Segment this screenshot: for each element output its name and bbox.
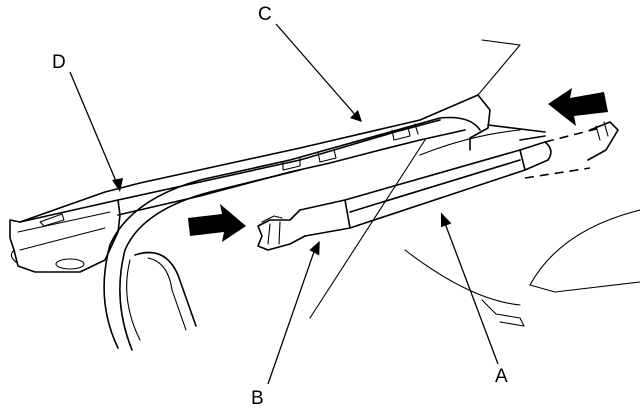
end-fitting [257, 209, 306, 251]
arrow-right-icon [188, 204, 246, 242]
callout-c: C [258, 4, 272, 25]
leader-d [69, 71, 119, 187]
callout-b: B [251, 388, 264, 409]
wire-harness [103, 116, 481, 351]
leader-b [267, 245, 317, 385]
body-panel-lines [309, 129, 640, 327]
bracket-mount [9, 199, 121, 273]
tube-sleeve [299, 121, 619, 237]
leader-c [275, 23, 359, 119]
arrow-left-icon [548, 88, 608, 126]
rail-assembly [19, 39, 546, 223]
callout-d: D [52, 52, 66, 73]
callout-a: A [495, 366, 508, 387]
leader-a [442, 217, 499, 365]
leader-lines [69, 23, 499, 385]
